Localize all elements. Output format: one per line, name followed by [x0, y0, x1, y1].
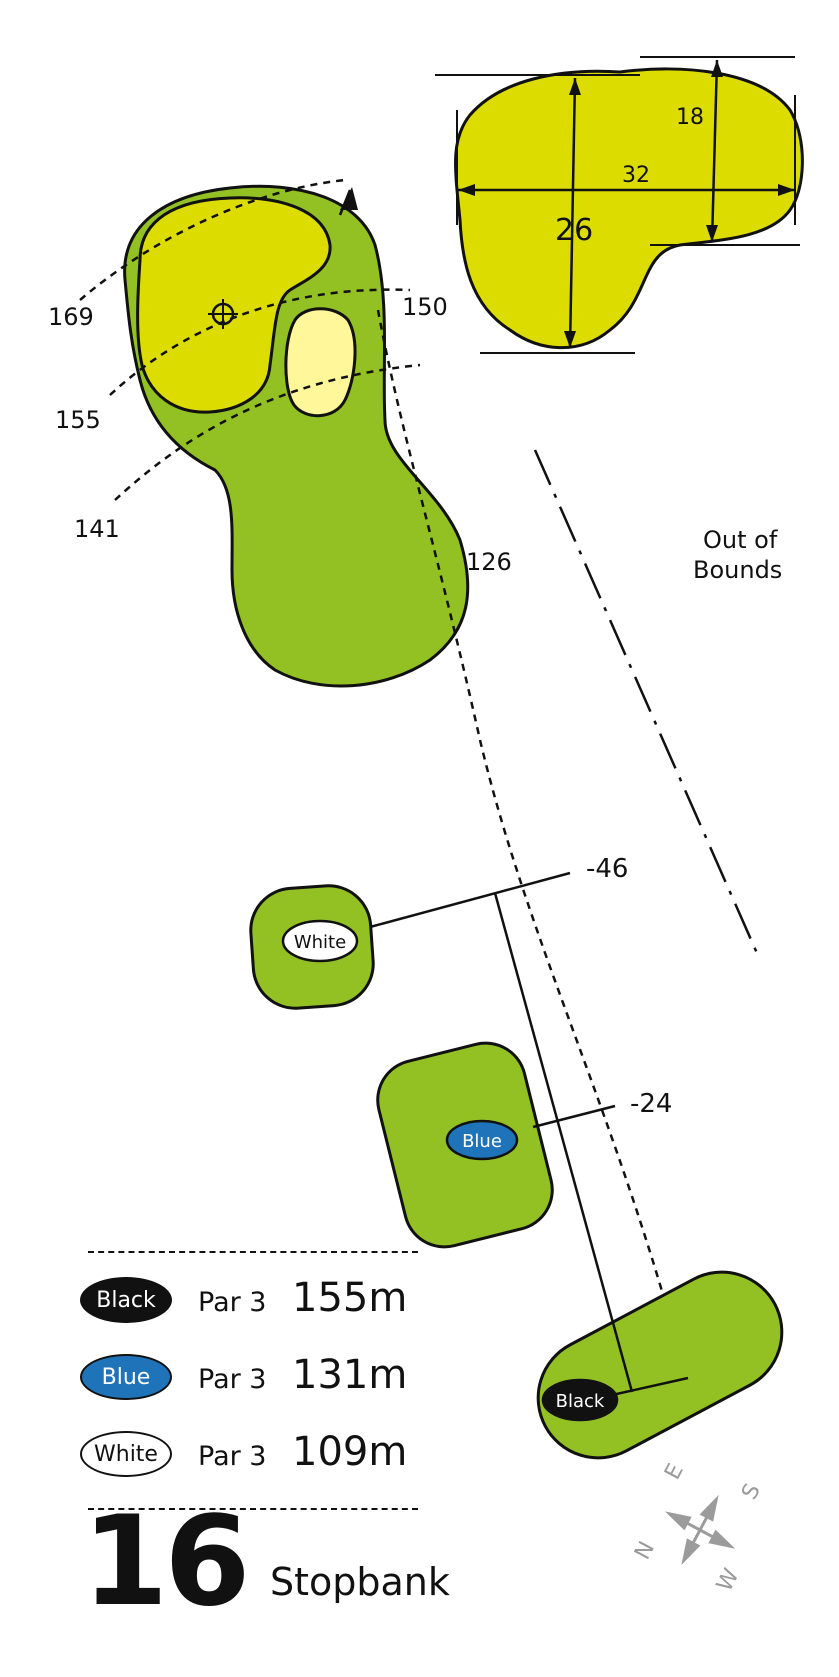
compass-s-label: S — [737, 1480, 766, 1504]
arc-label-169: 169 — [48, 303, 94, 331]
hole-number: 16 — [82, 1490, 251, 1634]
legend-top-divider — [88, 1251, 418, 1253]
compass-rose — [664, 1494, 736, 1566]
legend-row-black: Black Par 3 155m — [80, 1275, 440, 1337]
out-of-bounds-label-1: Out of — [703, 526, 778, 554]
out-of-bounds-line — [533, 449, 762, 961]
legend-white-par: Par 3 — [198, 1441, 267, 1472]
legend-bottom-divider — [88, 1508, 418, 1510]
putting-green — [136, 196, 332, 414]
pin-marker — [208, 299, 238, 329]
white-tee-marker-label: White — [294, 932, 346, 953]
green-depth-label: 26 — [555, 213, 593, 248]
legend-row-blue: Blue Par 3 131m — [80, 1352, 440, 1414]
arc-label-126: 126 — [466, 548, 512, 576]
legend-black-badge: Black — [80, 1277, 172, 1323]
legend-black-distance: 155m — [292, 1275, 408, 1321]
carry-label-24: -24 — [630, 1089, 672, 1119]
out-of-bounds-label-2: Bounds — [693, 556, 782, 584]
distance-arcs — [79, 178, 421, 501]
legend-blue-par: Par 3 — [198, 1364, 267, 1395]
carry-label-46: -46 — [586, 854, 628, 884]
legend-row-white: White Par 3 109m — [80, 1429, 440, 1491]
legend-blue-badge: Blue — [80, 1354, 172, 1400]
blue-tee-marker-label: Blue — [462, 1131, 502, 1152]
compass-n-label: N — [630, 1538, 660, 1564]
carry-lines — [369, 871, 689, 1397]
white-tee-marker — [281, 919, 359, 963]
hole-name: Stopbank — [270, 1560, 450, 1604]
black-tee-marker — [541, 1378, 619, 1422]
greenside-bunker — [284, 307, 357, 418]
hole-centre-line — [376, 309, 690, 1386]
green-width-label: 32 — [622, 163, 650, 188]
legend-white-distance: 109m — [292, 1429, 408, 1475]
compass-e-label: E — [660, 1460, 689, 1484]
arc-label-155: 155 — [55, 406, 101, 434]
blue-tee-marker — [445, 1119, 519, 1161]
compass-w-label: W — [712, 1565, 744, 1596]
legend-blue-distance: 131m — [292, 1352, 408, 1398]
green-rear-depth-label: 18 — [676, 105, 704, 130]
legend-black-par: Par 3 — [198, 1287, 267, 1318]
arc-label-141: 141 — [74, 515, 120, 543]
aim-arrow-head — [340, 187, 358, 210]
legend-white-badge: White — [80, 1431, 172, 1477]
green-dimension-diagram: 26 32 18 — [435, 56, 804, 354]
black-tee-marker-label: Black — [556, 1391, 605, 1412]
arc-label-150: 150 — [402, 293, 448, 321]
green-dimension-shape — [454, 67, 804, 350]
